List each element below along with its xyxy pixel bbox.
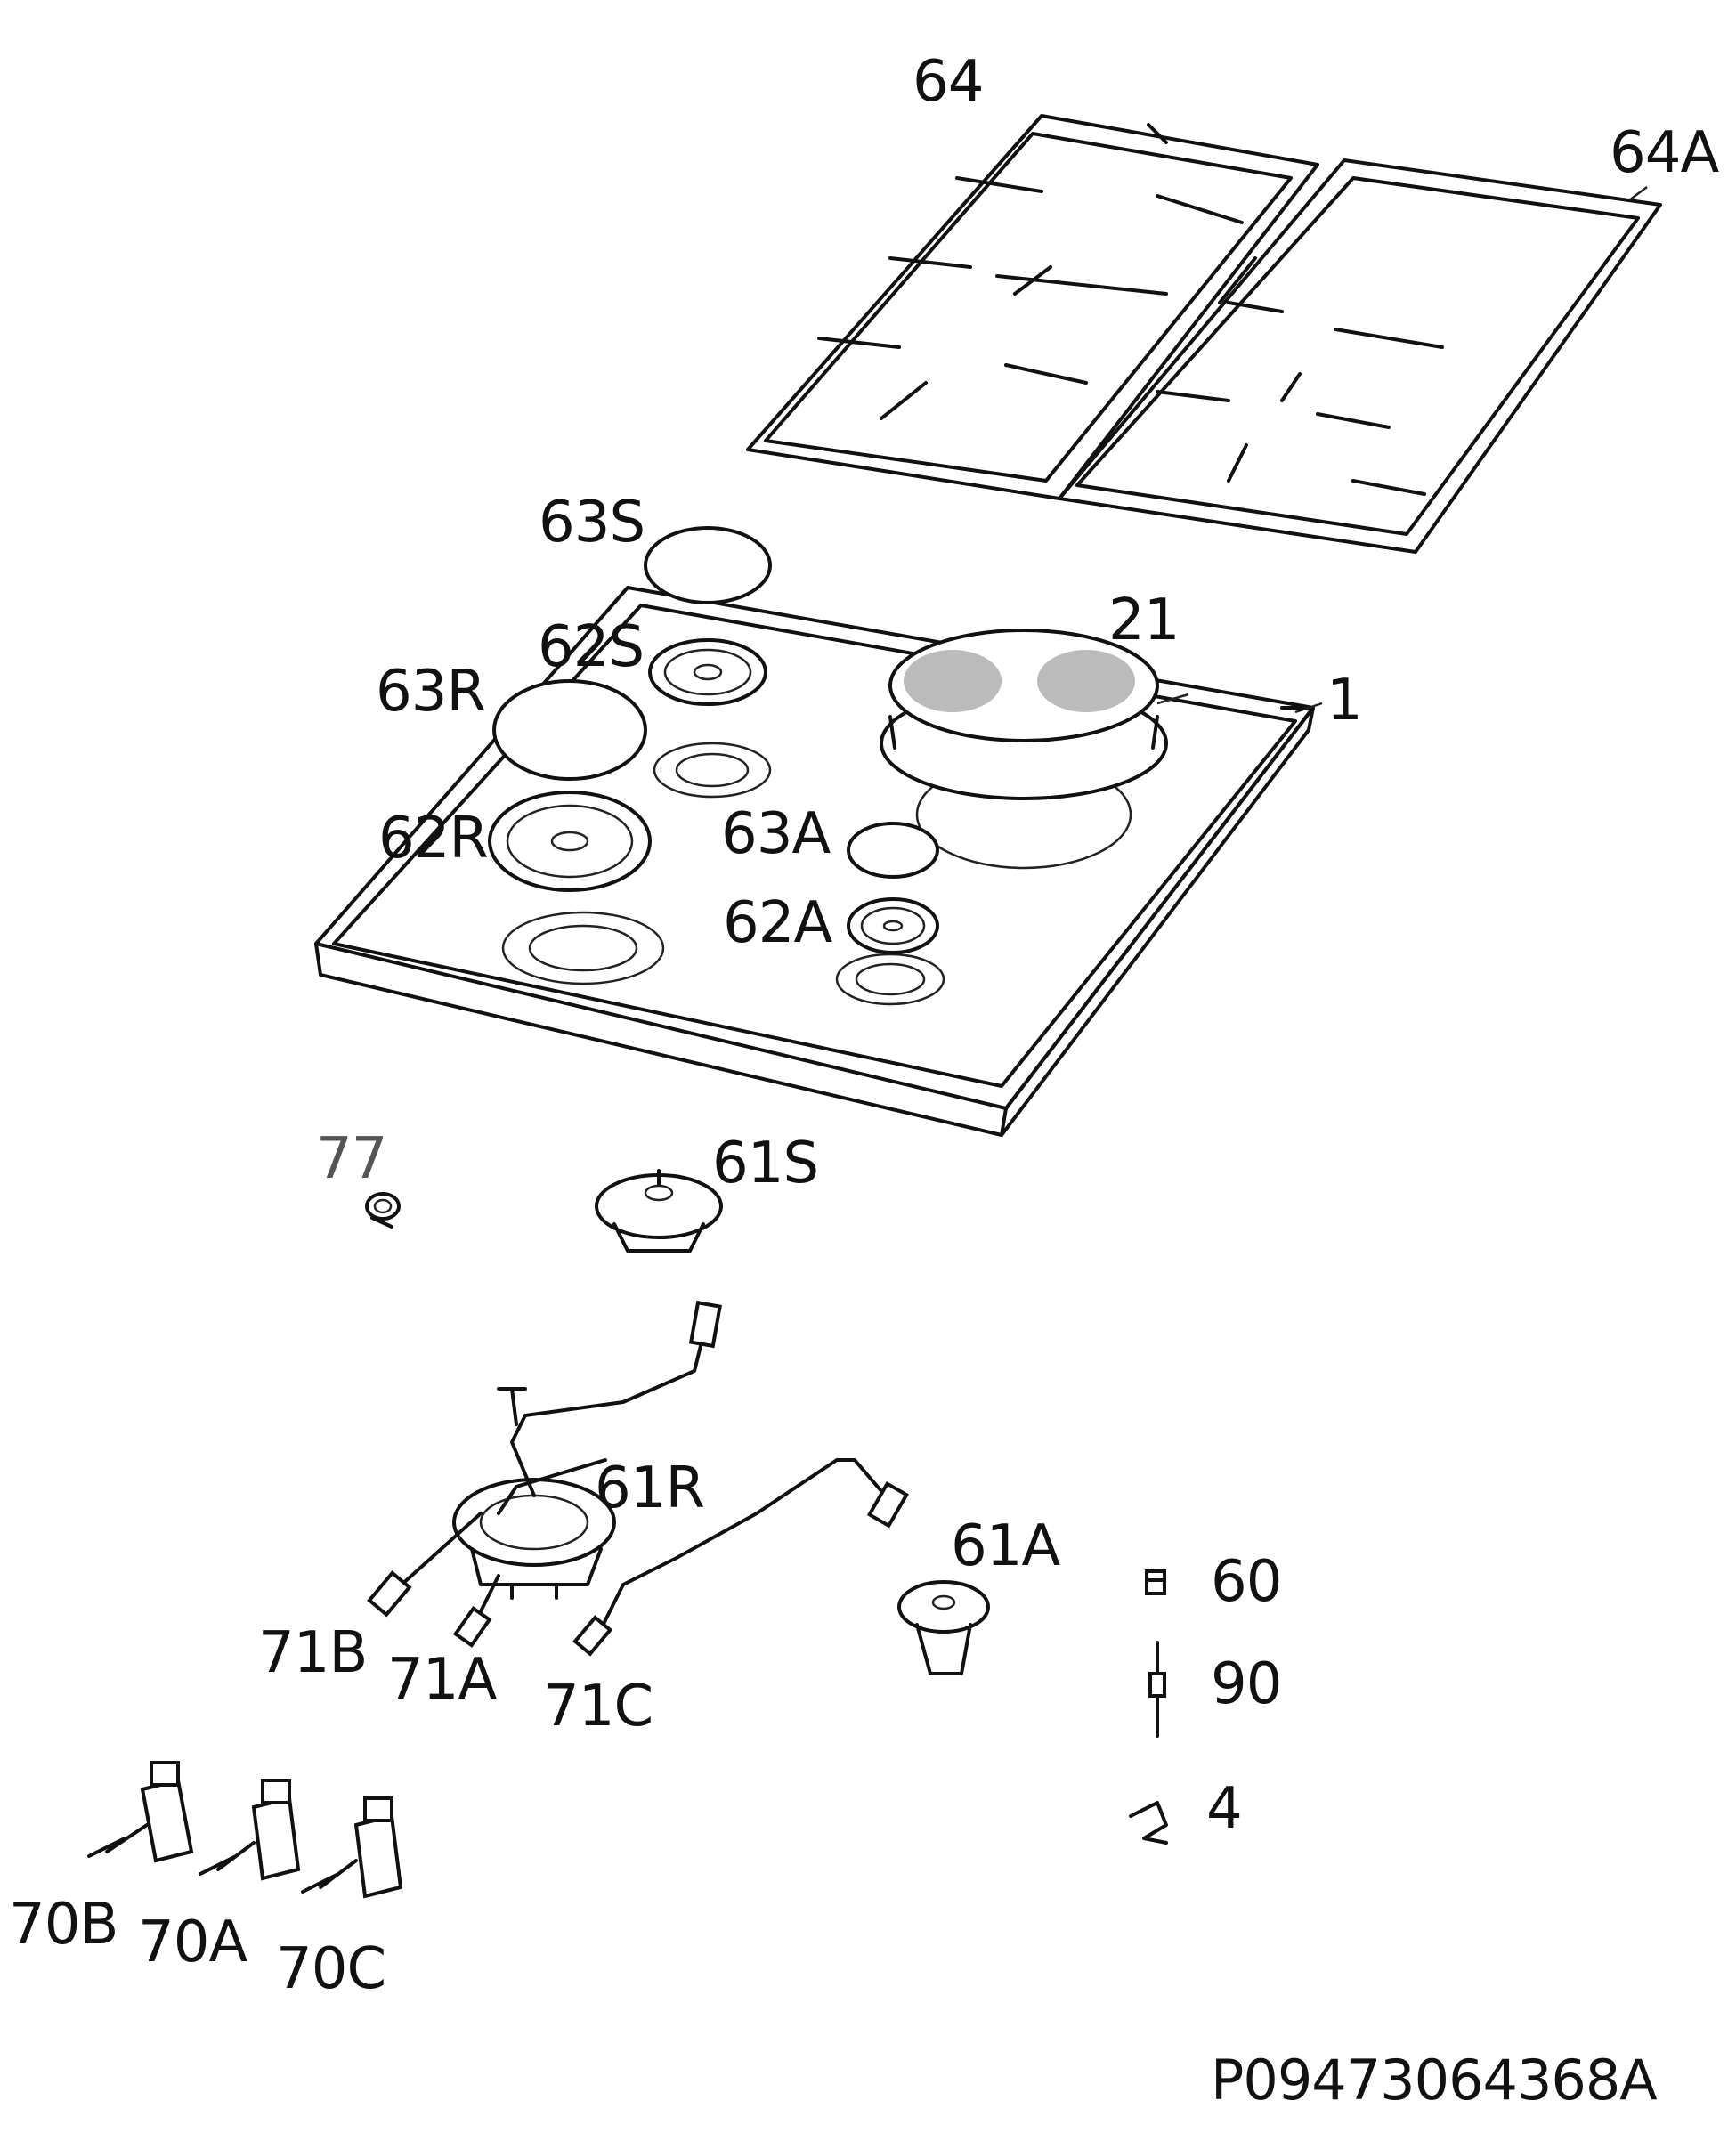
- burner-cap-63R: [492, 679, 647, 781]
- burner-cap-63A: [847, 822, 939, 879]
- part-90-thermocouple: [1148, 1641, 1166, 1738]
- part-77: [365, 1192, 401, 1229]
- label-21: 21: [1108, 588, 1180, 653]
- pipe-connector-top: [688, 1300, 722, 1349]
- label-63S: 63S: [539, 490, 645, 556]
- label-63R: 63R: [376, 659, 486, 725]
- label-62R: 62R: [378, 806, 489, 872]
- drawing-code: P09473064368A: [1211, 2048, 1658, 2113]
- label-71C: 71C: [543, 1674, 653, 1740]
- part-60: [1145, 1569, 1166, 1595]
- label-61A: 61A: [951, 1513, 1060, 1579]
- label-70A: 70A: [138, 1910, 247, 1975]
- gas-pipe-71B: [367, 1316, 710, 1618]
- burner-base-61S: [595, 1169, 723, 1253]
- label-62S: 62S: [538, 614, 645, 680]
- gas-tap-70C: [301, 1796, 403, 1899]
- label-64: 64: [913, 49, 984, 115]
- part-4-clip: [1129, 1801, 1168, 1845]
- label-70B: 70B: [9, 1892, 118, 1958]
- label-61R: 61R: [595, 1456, 705, 1521]
- label-1: 1: [1326, 668, 1363, 734]
- gas-tap-70B: [87, 1761, 194, 1863]
- label-4: 4: [1206, 1776, 1243, 1842]
- burner-base-61R: [452, 1478, 616, 1600]
- label-70C: 70C: [276, 1936, 386, 2002]
- gas-pipe-71A: [452, 1458, 607, 1648]
- leader-1: [1294, 702, 1323, 714]
- pan-support-right: [1058, 158, 1662, 554]
- label-71A: 71A: [387, 1647, 497, 1713]
- label-63A: 63A: [721, 801, 831, 867]
- pan-support-left: [746, 114, 1319, 500]
- label-62A: 62A: [723, 890, 832, 956]
- label-77: 77: [316, 1126, 387, 1192]
- label-60: 60: [1211, 1549, 1282, 1615]
- gas-pipe-71C: [572, 1458, 909, 1657]
- burner-crown-62A: [847, 897, 939, 954]
- burner-cap-63S: [644, 526, 772, 604]
- burner-crown-62S: [648, 638, 767, 706]
- label-64A: 64A: [1610, 120, 1719, 186]
- gas-tap-70A: [199, 1779, 301, 1881]
- burner-base-61A: [897, 1580, 990, 1675]
- label-90: 90: [1211, 1651, 1282, 1717]
- leader-21: [1156, 693, 1189, 705]
- label-61S: 61S: [712, 1131, 819, 1196]
- wok-burner-21: [880, 629, 1168, 800]
- burner-crown-62R: [488, 791, 652, 892]
- label-71B: 71B: [258, 1620, 368, 1686]
- leader-64A: [1628, 186, 1648, 201]
